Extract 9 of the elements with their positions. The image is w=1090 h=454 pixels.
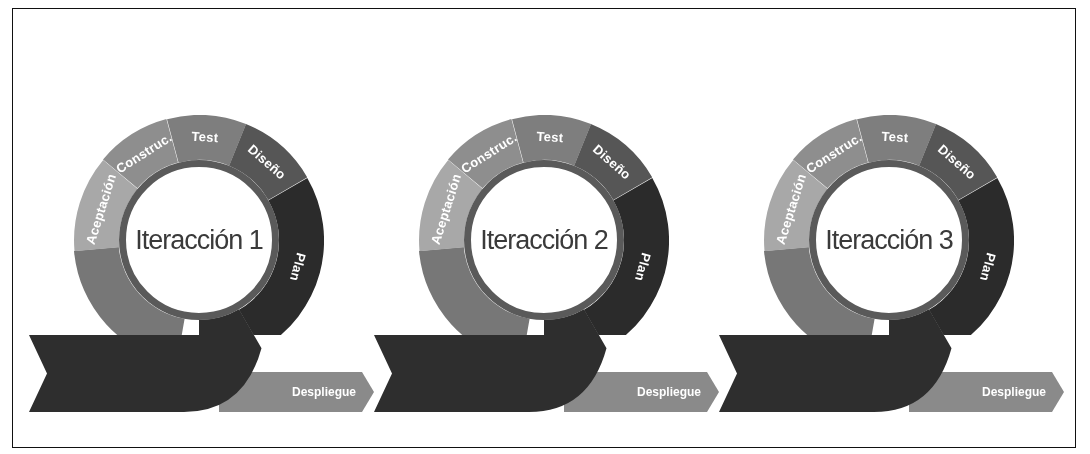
segment-label: Test <box>191 128 220 146</box>
segment-label: Plan <box>287 250 310 283</box>
segment-label: Test <box>536 128 565 146</box>
iteration-title: Iteracción 3 <box>825 224 953 256</box>
segment-label: Plan <box>977 250 1000 283</box>
segment-label: Plan <box>632 250 655 283</box>
iteration-title: Iteracción 2 <box>480 224 608 256</box>
iteration-title: Iteracción 1 <box>135 224 263 256</box>
segment-label: Test <box>881 128 910 146</box>
